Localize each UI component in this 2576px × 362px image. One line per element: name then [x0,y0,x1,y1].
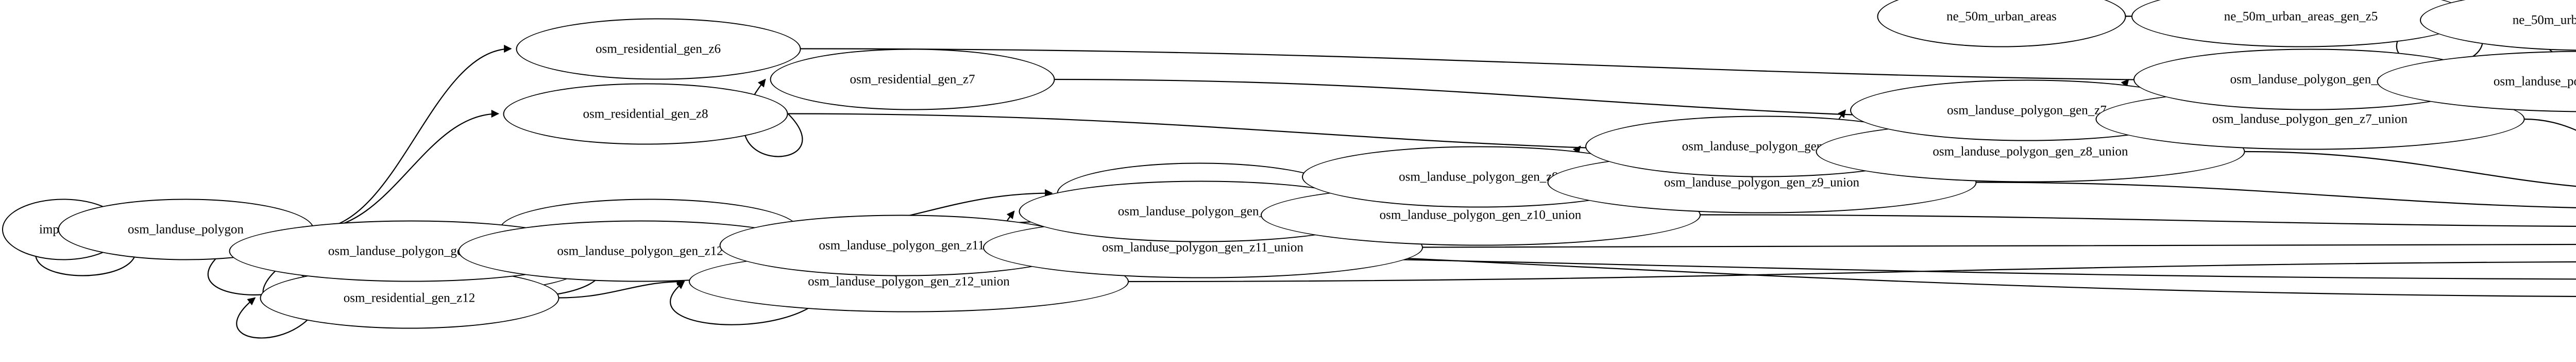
node-label: ne_50m_urban_areas_gen_z5 [2224,9,2378,23]
node-label: osm_landuse_polygon_gen_z10_union [1379,208,1582,222]
node-label: osm_landuse_polygon_gen_z6_union [2493,74,2576,88]
node-label: osm_landuse_polygon_gen_z8 [1682,139,1842,153]
node-label: osm_landuse_polygon_gen_z9_union [1664,175,1860,189]
node-label: ne_50m_urban_areas [1946,9,2057,23]
node-ellipse: ne_50m_urban_areas_gen_z5 [2131,0,2470,47]
node-label: osm_landuse_polygon_gen_z11 [819,238,985,253]
graph-node-osm-residential-gen-z7[interactable]: osm_residential_gen_z7 [770,48,1055,110]
node-label: osm_residential_gen_z6 [596,42,721,56]
graph-edge [2524,118,2576,131]
node-label: osm_residential_gen_z12 [343,291,476,305]
node-ellipse: ne_50m_urban_areas [1877,0,2126,47]
node-label: osm_landuse_polygon_gen_z8_union [1933,144,2128,159]
node-label: osm_landuse_polygon_gen_z11_union [1102,240,1303,254]
graph-node-ne-50m-urban-areas-gen-z5[interactable]: ne_50m_urban_areas_gen_z5 [2131,0,2470,47]
node-label: osm_residential_gen_z7 [850,72,975,87]
node-label: osm_landuse_polygon_gen_z10 [1117,204,1284,218]
node-ellipse: osm_residential_gen_z8 [503,83,788,144]
node-ellipse: osm_residential_gen_z7 [770,48,1055,110]
graph-node-ne-50m-urban-areas[interactable]: ne_50m_urban_areas [1877,0,2126,47]
node-label: osm_residential_gen_z8 [583,107,708,121]
node-label: osm_landuse_polygon_gen_z12_union [808,274,1010,289]
graph-edge [2245,151,2576,187]
node-ellipse: osm_residential_gen_z6 [516,18,801,79]
node-label: osm_landuse_polygon_gen_z12 [557,244,723,258]
graph-node-osm-residential-gen-z8[interactable]: osm_residential_gen_z8 [503,83,788,144]
node-ellipse: ne_50m_urban_areas_gen_z4 [2420,0,2576,51]
node-label: osm_landuse_polygon [128,222,244,236]
graph-node-osm-residential-gen-z6[interactable]: osm_residential_gen_z6 [516,18,801,79]
node-label: ne_50m_urban_areas_gen_z4 [2512,13,2576,27]
node-label: osm_landuse_polygon_gen_z9 [1399,170,1558,184]
graph-edge [313,44,512,230]
graph-edge [313,109,500,230]
node-label: osm_landuse_polygon_gen_z6 [2230,72,2390,87]
graph-node-osm-landuse-polygon-gen-z6-union[interactable]: osm_landuse_polygon_gen_z6_union [2377,51,2576,112]
node-label: osm_landuse_polygon_gen_z7 [1947,103,2107,117]
node-label: osm_landuse_polygon_gen_z7_union [2212,112,2408,126]
node-ellipse: osm_landuse_polygon_gen_z6_union [2377,51,2576,112]
graph-edge [1976,182,2576,209]
graph-node-ne-50m-urban-areas-gen-z4[interactable]: ne_50m_urban_areas_gen_z4 [2420,0,2576,51]
graph-edge [1700,214,2576,227]
